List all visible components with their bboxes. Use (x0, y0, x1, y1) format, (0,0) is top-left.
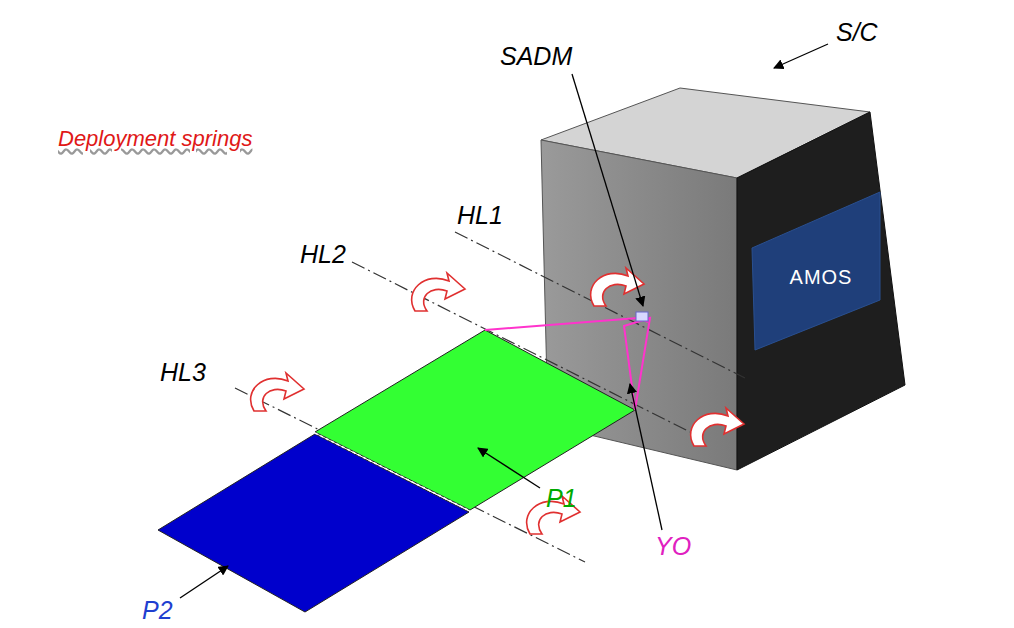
part-name: SADM (500, 44, 572, 69)
part-name: S/C (836, 20, 878, 45)
hinge-line-name: HL1 (457, 203, 503, 228)
logo-panel: AMOS (750, 190, 884, 352)
hinge-p1-p2 (315, 433, 470, 511)
hinge-line-name: HL2 (300, 242, 346, 267)
note-text: Deployment springs (58, 128, 252, 150)
logo-text: AMOS (790, 266, 853, 289)
logo-panel-fill (752, 192, 880, 350)
leader-lines (180, 44, 828, 598)
hinge-line-name: HL3 (160, 360, 206, 385)
part-name: YO (655, 534, 691, 559)
part-name: P2 (142, 598, 173, 623)
deployment-spring-arrows (251, 268, 744, 534)
sc-side-face (737, 112, 905, 470)
part-name: P1 (546, 486, 577, 511)
sadm-body (636, 312, 648, 321)
solar-panel-p2 (158, 434, 469, 612)
yoke (485, 318, 650, 410)
